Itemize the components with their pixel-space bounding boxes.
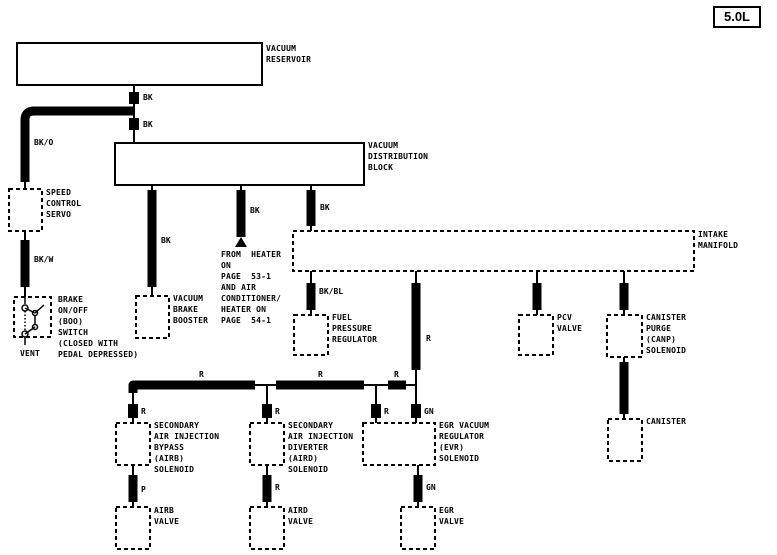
label-airb-solenoid: SECONDARY AIR INJECTION BYPASS (AIRB) SO… (154, 421, 220, 474)
engine-badge: 5.0L (713, 6, 761, 28)
code-switch-line: BK/W (34, 255, 54, 264)
label-distribution-block: VACUUM DISTRIBUTION BLOCK (368, 141, 429, 172)
brake-booster-box (135, 295, 170, 339)
brake-switch-box (13, 296, 52, 338)
code-booster-line: BK (161, 236, 171, 245)
code-fuel-reg-line: BK/BL (319, 287, 344, 296)
label-canister: CANISTER (646, 417, 687, 426)
code-header-right: R (394, 370, 399, 379)
evr-solenoid-box (362, 422, 436, 466)
code-header-mid: R (318, 370, 323, 379)
code-reservoir-top: BK (143, 93, 153, 102)
code-evr-in-gn: GN (424, 407, 434, 416)
code-airb-out: P (141, 485, 146, 494)
pcv-valve-box (518, 314, 554, 356)
label-aird-valve: AIRD VALVE (288, 506, 314, 526)
code-evr-in-r: R (384, 407, 389, 416)
connector-airb-in (128, 404, 138, 418)
airb-valve-box (115, 506, 151, 550)
connector-evr-in-gn (411, 404, 421, 418)
label-speed-control-servo: SPEED CONTROL SERVO (46, 188, 82, 219)
label-brake-switch: BRAKE ON/OFF (BOO) SWITCH (CLOSED WITH P… (58, 295, 139, 359)
code-reservoir-bottom: BK (143, 120, 153, 129)
label-pcv-valve: PCV VALVE (557, 313, 583, 333)
intake-manifold-box (292, 230, 695, 272)
code-aird-out: R (275, 483, 280, 492)
label-airb-valve: AIRB VALVE (154, 506, 180, 526)
label-egr-valve: EGR VALVE (439, 506, 465, 526)
label-aird-solenoid: SECONDARY AIR INJECTION DIVERTER (AIRD) … (288, 421, 354, 474)
connector-aird-in (262, 404, 272, 418)
code-header-left: R (199, 370, 204, 379)
speed-control-servo-box (8, 188, 43, 232)
label-fuel-pressure-regulator: FUEL PRESSURE REGULATOR (332, 313, 378, 344)
egr-valve-box (400, 506, 436, 550)
code-heater-line: BK (250, 206, 260, 215)
airb-solenoid-box (115, 422, 151, 466)
label-intake-manifold: INTAKE MANIFOLD (698, 230, 739, 250)
aird-valve-box (249, 506, 285, 550)
fuel-pressure-regulator-box (293, 314, 329, 356)
code-airb-in: R (141, 407, 146, 416)
heater-arrow-icon (235, 237, 247, 247)
code-servo-line: BK/O (34, 138, 54, 147)
code-manifold-line: BK (320, 203, 330, 212)
hose-header-left (128, 380, 255, 393)
vacuum-reservoir-box (16, 42, 263, 86)
label-vent: VENT (20, 349, 41, 358)
connector-reservoir-top (129, 92, 139, 104)
code-aird-in: R (275, 407, 280, 416)
code-egr-out: GN (426, 483, 436, 492)
hose-reservoir-servo (20, 106, 133, 182)
brake-switch-symbol-icon (21, 297, 45, 345)
label-brake-booster: VACUUM BRAKE BOOSTER (173, 294, 209, 325)
label-evr-solenoid: EGR VACUUM REGULATOR (EVR) SOLENOID (439, 421, 490, 463)
canister-box (607, 418, 643, 462)
label-from-heater: FROM HEATER ON PAGE 53-1 AND AIR CONDITI… (221, 250, 282, 325)
canister-purge-box (606, 314, 643, 358)
connector-reservoir-bottom (129, 118, 139, 130)
distribution-block-box (114, 142, 365, 186)
code-egr-riser: R (426, 334, 431, 343)
connector-evr-in-r (371, 404, 381, 418)
label-canister-purge: CANISTER PURGE (CANP) SOLENOID (646, 313, 687, 355)
label-vacuum-reservoir: VACUUM RESERVOIR (266, 44, 312, 64)
aird-solenoid-box (249, 422, 285, 466)
